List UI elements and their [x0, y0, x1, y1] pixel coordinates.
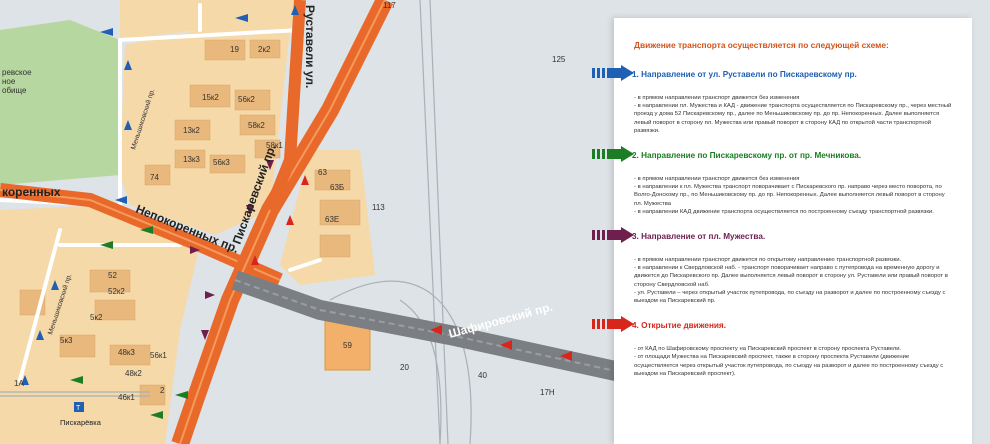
svg-text:63Е: 63Е	[325, 215, 339, 224]
svg-text:48к3: 48к3	[118, 348, 135, 357]
svg-text:20: 20	[400, 363, 409, 372]
svg-text:1А: 1А	[14, 379, 24, 388]
area-label-line-3: обище	[2, 86, 27, 95]
svg-text:2к2: 2к2	[258, 45, 271, 54]
label-nepokorennykh-partial: коренных	[2, 185, 61, 199]
svg-text:58к1: 58к1	[266, 141, 283, 150]
svg-text:19: 19	[230, 45, 239, 54]
road-rustaveli[interactable]	[264, 0, 306, 213]
route-arrows-purple	[190, 160, 274, 340]
route-arrows-green	[70, 226, 188, 419]
legend-1-item-1: в прямом направлении транспорт движется …	[634, 94, 952, 102]
legend-3-item-2: в направлении к Свердловской наб. - тран…	[634, 264, 952, 289]
svg-text:17Н: 17Н	[540, 388, 555, 397]
legend-4-item-2: от площади Мужества на Пискаревский прос…	[634, 353, 952, 378]
svg-text:2: 2	[160, 386, 165, 395]
legend-1-item-2: в направлении пл. Мужества и КАД - движе…	[634, 102, 952, 135]
route-arrows-red	[251, 175, 572, 361]
legend-heading-4: 4. Открытие движения.	[632, 320, 726, 330]
legend-section-2: 2. Направление по Пискаревскому пр. от п…	[592, 145, 952, 216]
svg-text:63: 63	[318, 168, 327, 177]
local-roads	[0, 3, 322, 382]
area-label-line-2: ное	[2, 77, 16, 86]
legend-section-3: 3. Направление от пл. Мужества. в прямом…	[592, 226, 952, 305]
svg-text:Т: Т	[76, 405, 81, 412]
rail-lines	[0, 0, 472, 444]
station-label: Пискарёвка	[60, 418, 102, 427]
legend-2-item-3: в направлении КАД движение транспорта ос…	[634, 208, 952, 216]
legend-4-item-1: от КАД по Шафировскому проспекту на Писк…	[634, 345, 952, 353]
house-numbers: 19 2к2 15к2 13к2 58к2 13к3 58к1 56к3 56к…	[14, 1, 566, 402]
park-area	[0, 20, 120, 185]
legend-2-item-1: в прямом направлении транспорт движется …	[634, 175, 952, 183]
svg-text:63Б: 63Б	[330, 183, 344, 192]
svg-text:74: 74	[150, 173, 159, 182]
svg-text:52: 52	[108, 271, 117, 280]
legend-section-1: 1. Направление от ул. Руставели по Писка…	[592, 64, 952, 135]
legend-2-item-2: в направлении к пл. Мужества транспорт п…	[634, 183, 952, 208]
svg-text:5к3: 5к3	[60, 336, 73, 345]
purple-arrow-icon	[592, 227, 634, 244]
svg-text:58к2: 58к2	[248, 121, 265, 130]
blue-arrow-icon	[592, 65, 634, 81]
svg-text:113: 113	[372, 203, 385, 212]
legend-3-item-1: в прямом направлении транспорт движется …	[634, 256, 952, 264]
buildings	[19, 39, 361, 406]
red-arrow-icon	[592, 316, 634, 333]
green-arrow-icon	[592, 146, 634, 163]
svg-text:15к2: 15к2	[202, 93, 219, 102]
svg-text:46к1: 46к1	[118, 393, 135, 402]
legend-heading-3: 3. Направление от пл. Мужества.	[632, 231, 766, 241]
legend-title: Движение транспорта осуществляется по сл…	[634, 40, 889, 50]
svg-text:5к2: 5к2	[90, 313, 103, 322]
svg-text:56к3: 56к3	[213, 158, 230, 167]
label-rustaveli: Руставели ул.	[303, 5, 317, 88]
legend-heading-2: 2. Направление по Пискаревскому пр. от п…	[632, 150, 862, 160]
metro-station[interactable]: Т Пискарёвка	[60, 402, 102, 427]
legend-panel: Движение транспорта осуществляется по сл…	[592, 18, 972, 444]
route-arrows-blue	[21, 5, 299, 385]
svg-text:125: 125	[552, 55, 566, 64]
area-label-line-1: ревское	[2, 68, 32, 77]
legend-heading-1: 1. Направление от ул. Руставели по Писка…	[632, 69, 857, 79]
svg-text:13к3: 13к3	[183, 155, 200, 164]
svg-text:13к2: 13к2	[183, 126, 200, 135]
svg-text:48к2: 48к2	[125, 369, 142, 378]
svg-text:117: 117	[383, 1, 396, 10]
svg-text:56к2: 56к2	[238, 95, 255, 104]
legend-section-4: 4. Открытие движения. от КАД по Шафировс…	[592, 315, 952, 378]
legend-3-item-3: ул. Руставели – через открытый участок п…	[634, 289, 952, 305]
svg-text:56к1: 56к1	[150, 351, 167, 360]
svg-text:52к2: 52к2	[108, 287, 125, 296]
svg-text:40: 40	[478, 371, 487, 380]
svg-text:59: 59	[343, 341, 352, 350]
